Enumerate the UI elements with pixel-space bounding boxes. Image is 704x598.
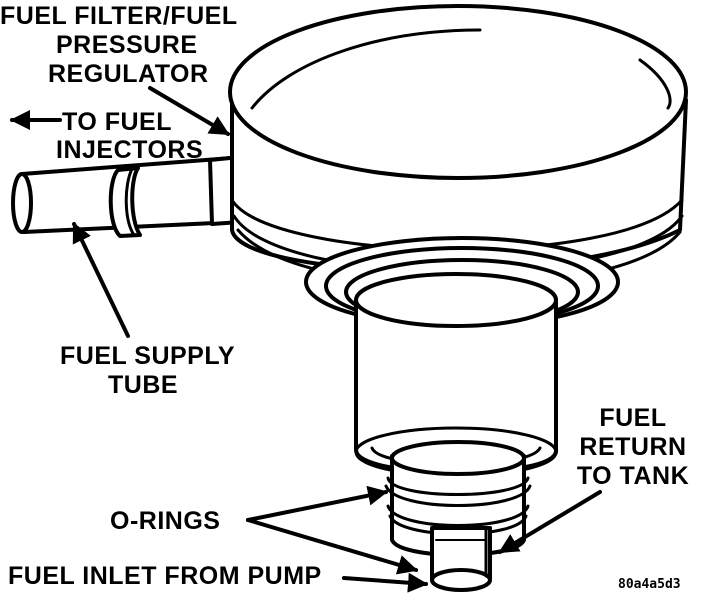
fuel-inlet-label: FUEL INLET FROM PUMP (8, 564, 322, 589)
filter-regulator-line1: FUEL FILTER/FUEL (0, 2, 238, 30)
filter-regulator-label-line3: REGULATOR (48, 62, 209, 87)
arrow-supply (72, 222, 130, 338)
filter-regulator-line3: REGULATOR (48, 60, 209, 88)
fuel-supply-tube (11, 155, 242, 238)
o-rings-label: O-RINGS (110, 509, 220, 534)
filter-regulator-label-line2: PRESSURE (56, 33, 198, 58)
to-injectors-label-line2: INJECTORS (56, 138, 203, 163)
regulator-housing (228, 4, 688, 288)
to-injectors-line2: INJECTORS (56, 136, 204, 164)
fuel-inlet-text: FUEL INLET FROM PUMP (8, 562, 322, 590)
return-tank-line1: FUEL (599, 404, 667, 432)
o-rings-text: O-RINGS (110, 507, 221, 535)
arrow-return (498, 490, 602, 554)
figure-code: 80a4a5d3 (618, 578, 681, 591)
filter-regulator-line2: PRESSURE (56, 31, 198, 59)
to-injectors-label: TO FUEL (62, 110, 172, 135)
return-tank-line3: TO TANK (576, 462, 690, 490)
inlet-nozzle (384, 440, 532, 592)
return-tank-label: FUEL RETURN TO TANK (568, 406, 698, 489)
arrow-oring-2 (246, 518, 418, 575)
figure-code-text: 80a4a5d3 (618, 577, 681, 592)
arrow-regulator (148, 86, 230, 136)
arrow-oring-1 (246, 485, 388, 522)
filter-regulator-label: FUEL FILTER/FUEL (0, 4, 238, 29)
supply-tube-label: FUEL SUPPLY (60, 344, 235, 369)
to-injectors-line1: TO FUEL (62, 108, 172, 136)
return-tank-line2: RETURN (579, 433, 687, 461)
supply-tube-label-line2: TUBE (108, 373, 178, 398)
supply-tube-line2: TUBE (108, 371, 179, 399)
arrow-inlet (342, 572, 428, 593)
supply-tube-line1: FUEL SUPPLY (60, 342, 235, 370)
